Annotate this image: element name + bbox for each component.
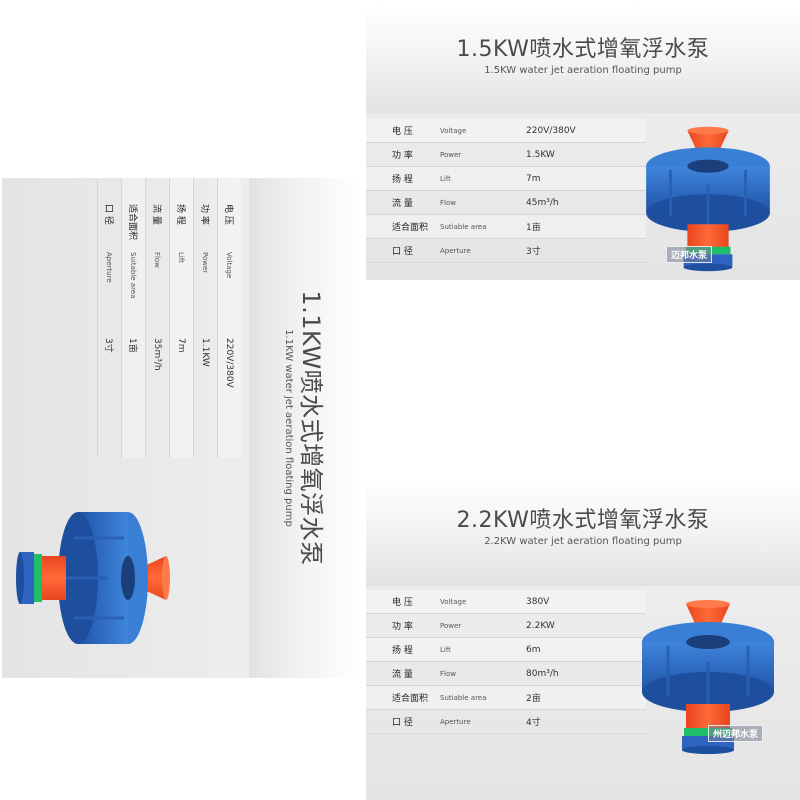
spec-value: 45m³/h: [526, 197, 559, 208]
spec-label-en: Suitable area: [129, 252, 138, 299]
spec-label-cn: 流 量: [392, 199, 413, 209]
spec-label-en: Aperture: [440, 717, 471, 726]
spec-label-cn: 口 径: [103, 204, 113, 225]
spec-label-cn: 流 量: [392, 670, 413, 680]
spec-label-cn: 适合面积: [127, 204, 137, 241]
spec-value: 3寸: [103, 338, 113, 353]
spec-row: 扬 程 Lift 7m: [169, 178, 194, 458]
spec-value: 2.2KW: [526, 620, 555, 631]
spec-row: 扬 程 Lift 7m: [366, 166, 646, 191]
spec-value: 220V/380V: [526, 125, 576, 136]
spec-row: 口 径 Aperture 3寸: [97, 178, 122, 458]
card-title-area: 2.2KW喷水式增氧浮水泵 2.2KW water jet aeration f…: [366, 478, 800, 586]
spec-row: 流 量 Flow 35m³/h: [145, 178, 170, 458]
spec-value: 220V/380V: [224, 338, 235, 388]
spec-label-en: Lift: [440, 174, 451, 183]
brand-watermark: 迈邦水泵: [666, 246, 713, 263]
card-subtitle: 1.1KW water jet aeration floating pump: [283, 329, 294, 527]
spec-value: 7m: [526, 173, 541, 184]
card-title: 1.1KW喷水式增氧浮水泵: [297, 290, 325, 566]
card-subtitle: 2.2KW water jet aeration floating pump: [484, 536, 682, 547]
spec-label-cn: 功 率: [392, 622, 413, 632]
spec-label-en: Lift: [440, 645, 451, 654]
spec-row: 电 压 Voltage 220V/380V: [366, 119, 646, 143]
spec-label-cn: 口 径: [392, 247, 413, 257]
spec-label-cn: 适合面积: [392, 223, 429, 233]
spec-label-en: Power: [440, 150, 462, 159]
spec-table: 电 压 Voltage 380V 功 率 Power 2.2KW 扬 程 Lift 6m 流 量 F…: [366, 590, 646, 734]
card-title-area: 1.1KW喷水式增氧浮水泵 1.1KW water jet aeration f…: [249, 178, 359, 678]
spec-value: 80m³/h: [526, 668, 559, 679]
spec-label-en: Voltage: [225, 252, 234, 279]
spec-label-en: Aperture: [440, 246, 471, 255]
spec-label-cn: 功 率: [199, 204, 209, 225]
spec-table: 电 压 Voltage 220V/380V 功 率 Power 1.1KW 扬 程 Lift 7…: [97, 178, 241, 458]
spec-row: 适合面积 Sutiable area 2亩: [366, 685, 646, 710]
spec-label-cn: 口 径: [392, 718, 413, 728]
spec-value: 1亩: [127, 338, 137, 353]
spec-row: 电 压 Voltage 220V/380V: [217, 178, 241, 458]
spec-row: 电 压 Voltage 380V: [366, 590, 646, 614]
rotated-card-content: 1.1KW喷水式增氧浮水泵 1.1KW water jet aeration f…: [2, 178, 359, 678]
spec-value: 1亩: [526, 223, 541, 233]
spec-label-en: Lift: [177, 252, 186, 263]
spec-value: 2亩: [526, 694, 541, 704]
spec-label-cn: 扬 程: [175, 204, 185, 225]
spec-row: 口 径 Aperture 4寸: [366, 710, 646, 734]
spec-row: 适合面积 Suitable area 1亩: [121, 178, 146, 458]
spec-value: 4寸: [526, 718, 541, 728]
spec-label-cn: 电 压: [223, 204, 233, 225]
spec-label-cn: 流 量: [151, 204, 161, 225]
product-card-1-1kw: 1.1KW喷水式增氧浮水泵 1.1KW water jet aeration f…: [2, 178, 359, 678]
spec-label-cn: 扬 程: [392, 646, 413, 656]
spec-label-cn: 电 压: [392, 127, 413, 137]
card-title: 2.2KW喷水式增氧浮水泵: [456, 508, 710, 533]
spec-label-cn: 适合面积: [392, 694, 429, 704]
spec-row: 口 径 Aperture 3寸: [366, 239, 646, 263]
product-card-2-2kw: 2.2KW喷水式增氧浮水泵 2.2KW water jet aeration f…: [366, 478, 800, 800]
card-title: 1.5KW喷水式增氧浮水泵: [456, 37, 710, 62]
spec-value: 380V: [526, 596, 550, 607]
spec-label-en: Power: [440, 621, 462, 630]
brand-watermark: 州迈邦水泵: [708, 725, 764, 742]
card-title-area: 1.5KW喷水式增氧浮水泵 1.5KW water jet aeration f…: [366, 5, 800, 113]
spec-label-cn: 扬 程: [392, 175, 413, 185]
spec-row: 适合面积 Sutiable area 1亩: [366, 214, 646, 239]
spec-row: 功 率 Power 2.2KW: [366, 614, 646, 638]
spec-table: 电 压 Voltage 220V/380V 功 率 Power 1.5KW 扬 程 Lift 7…: [366, 119, 646, 263]
spec-row: 流 量 Flow 80m³/h: [366, 662, 646, 686]
spec-label-en: Flow: [440, 198, 456, 207]
spec-label-en: Voltage: [440, 597, 467, 606]
spec-label-en: Flow: [440, 669, 456, 678]
spec-label-cn: 电 压: [392, 598, 413, 608]
spec-value: 1.1KW: [200, 338, 211, 367]
spec-label-en: Aperture: [105, 252, 114, 283]
spec-label-cn: 功 率: [392, 151, 413, 161]
spec-label-en: Flow: [153, 252, 162, 268]
spec-label-en: Sutiable area: [440, 222, 487, 231]
spec-value: 35m³/h: [152, 338, 163, 371]
spec-row: 功 率 Power 1.1KW: [193, 178, 218, 458]
card-subtitle: 1.5KW water jet aeration floating pump: [484, 65, 682, 76]
spec-label-en: Voltage: [440, 126, 467, 135]
pump-product-image: [14, 508, 174, 648]
product-card-1-5kw: 1.5KW喷水式增氧浮水泵 1.5KW water jet aeration f…: [366, 5, 800, 280]
spec-label-en: Power: [201, 252, 210, 274]
spec-row: 流 量 Flow 45m³/h: [366, 191, 646, 215]
spec-value: 3寸: [526, 247, 541, 257]
spec-value: 6m: [526, 644, 541, 655]
spec-row: 扬 程 Lift 6m: [366, 637, 646, 662]
spec-value: 7m: [176, 338, 187, 353]
spec-value: 1.5KW: [526, 149, 555, 160]
spec-label-en: Sutiable area: [440, 693, 487, 702]
spec-row: 功 率 Power 1.5KW: [366, 143, 646, 167]
